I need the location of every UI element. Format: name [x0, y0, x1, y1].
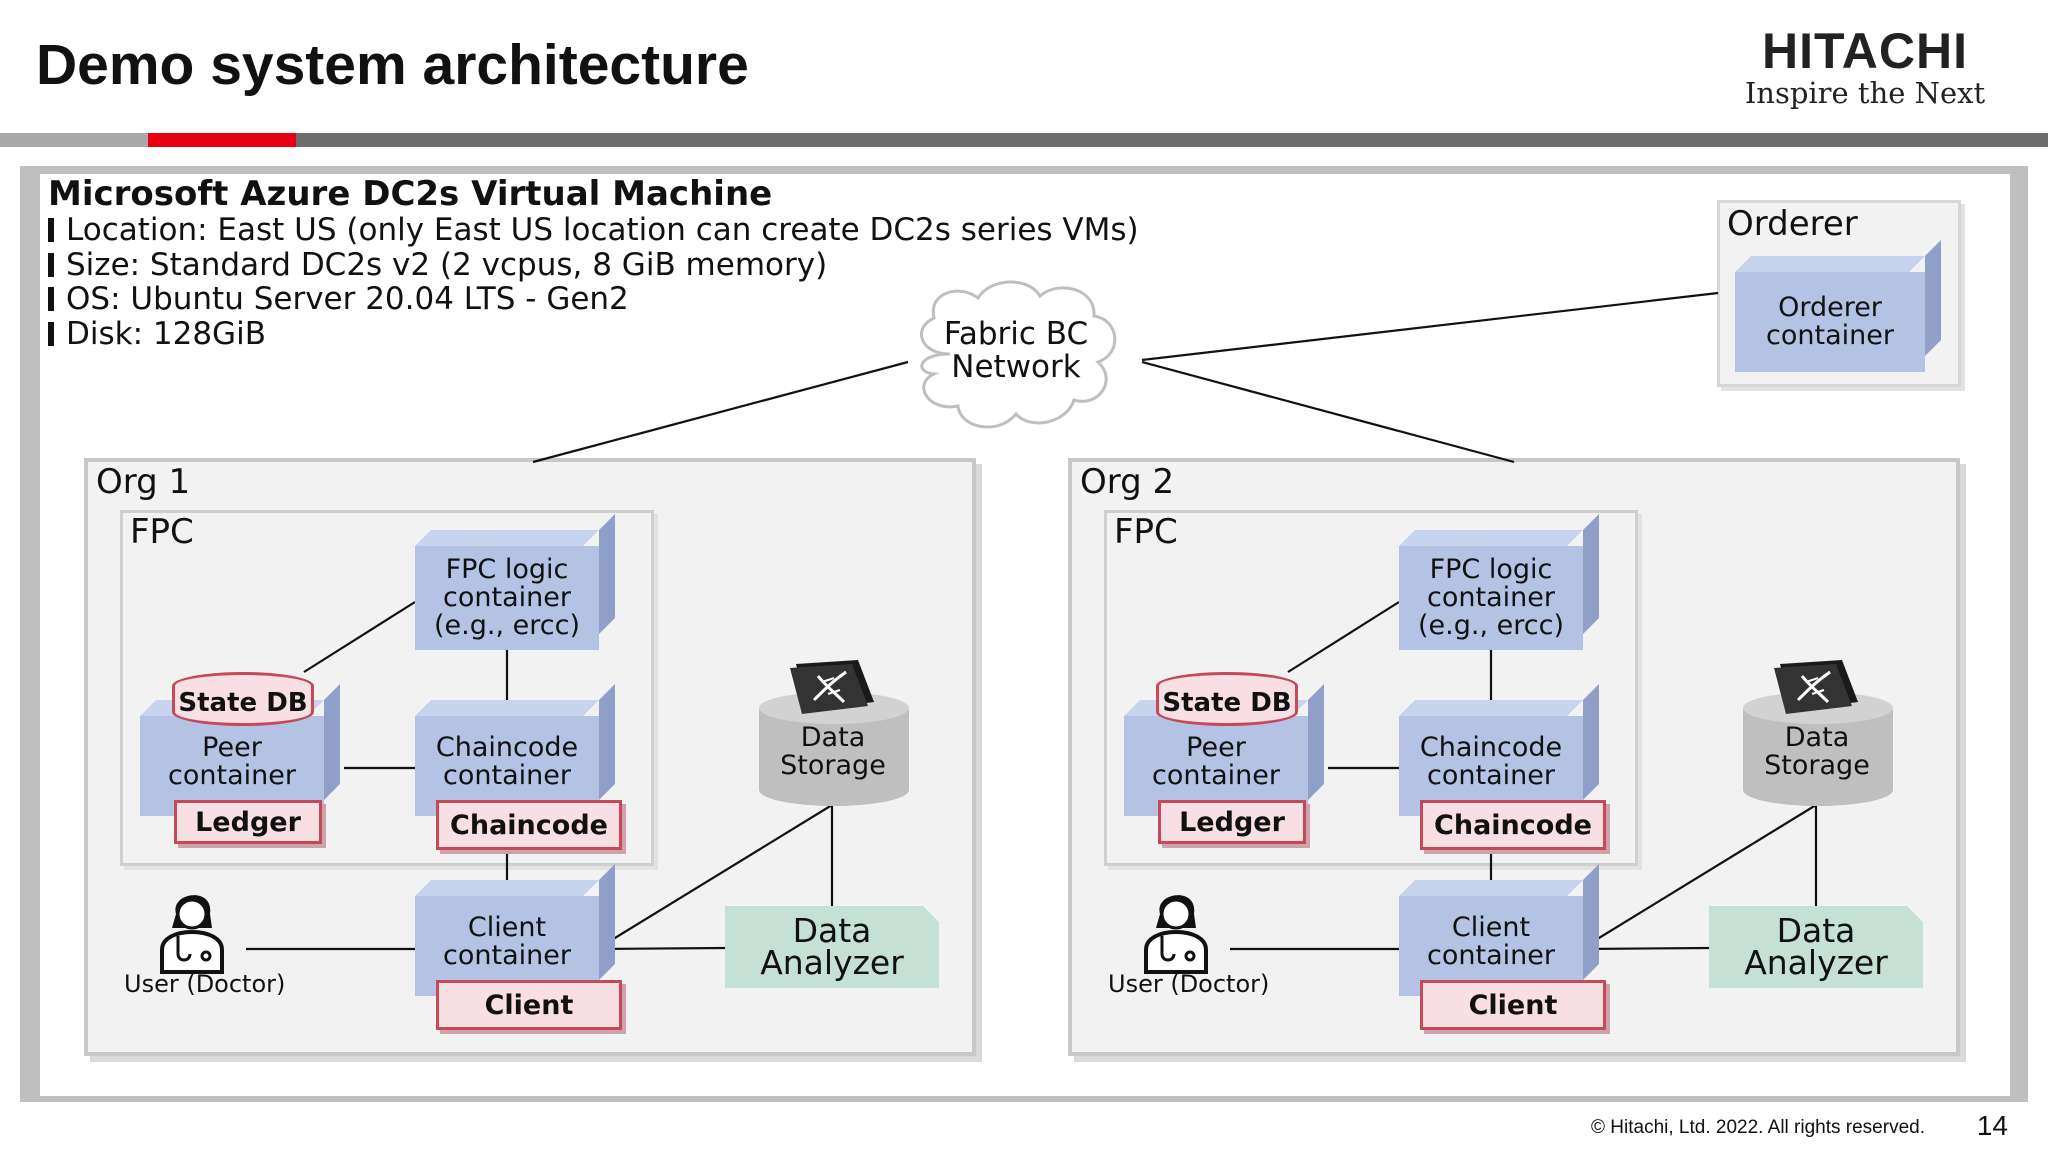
org2-client-container-line1: Client: [1451, 912, 1531, 943]
org2-client: Client: [1420, 980, 1606, 1030]
org1-chaincode-container-line1: Chaincode: [435, 732, 579, 763]
org1-storage-line2: Storage: [780, 750, 886, 781]
connector-org2-client-storage: [1580, 804, 1817, 950]
vm-spec-list: Location: East US (only East US location…: [48, 213, 1139, 351]
org2-data-storage: Data Storage: [1742, 724, 1892, 830]
org2-analyzer-line1: Data: [1776, 911, 1856, 950]
org2-fpc-label: FPC: [1114, 512, 1178, 552]
copyright: © Hitachi, Ltd. 2022. All rights reserve…: [1591, 1117, 1925, 1138]
dna-icon: [1774, 660, 1858, 714]
org2-client-container: Client container: [1399, 896, 1583, 996]
org1-user-label: User (Doctor): [124, 970, 286, 998]
org1-fpc-logic-line2: container: [443, 582, 571, 613]
hitachi-logo: HITACHI Inspire the Next: [1720, 26, 2010, 111]
org2-label: Org 2: [1080, 462, 1175, 502]
orderer-container-line1: Orderer: [1778, 292, 1882, 323]
org1-analyzer-line1: Data: [792, 911, 872, 950]
org2-peer-container: Peer container: [1124, 716, 1308, 816]
page-title: Demo system architecture: [36, 33, 749, 97]
org1-chaincode-container: Chaincode container: [415, 716, 599, 816]
org2-storage-line1: Data: [1784, 722, 1850, 753]
org1-client-container: Client container: [415, 896, 599, 996]
org1-analyzer-line2: Analyzer: [760, 943, 904, 982]
connector-network-orderer: [1141, 291, 1719, 362]
org1-ledger: Ledger: [174, 800, 322, 844]
header-rule-accent: [148, 133, 296, 147]
org2-chaincode: Chaincode: [1420, 800, 1606, 850]
vm-spec-disk: Disk: 128GiB: [48, 316, 1139, 352]
org2-state-db: State DB: [1156, 672, 1298, 726]
org1-chaincode-container-line2: container: [443, 760, 571, 791]
doctor-icon: [160, 895, 224, 974]
header-rule-left: [0, 133, 148, 147]
fabric-network-line2: Network: [951, 349, 1081, 385]
fabric-network-line1: Fabric BC: [943, 316, 1089, 352]
org1-state-db: State DB: [172, 672, 314, 726]
vm-spec-location: Location: East US (only East US location…: [48, 213, 1139, 248]
org2-analyzer-line2: Analyzer: [1744, 943, 1888, 982]
connector-org2-client-analyzer: [1580, 946, 1710, 951]
fabric-network-label: Fabric BC Network: [918, 318, 1114, 384]
org1-fpc-logic-container: FPC logic container (e.g., ercc): [415, 546, 599, 650]
vm-title: Microsoft Azure DC2s Virtual Machine: [48, 174, 773, 214]
orderer-container: Orderer container: [1735, 272, 1925, 372]
org2-peer-line1: Peer: [1186, 732, 1246, 763]
org1-peer-line1: Peer: [202, 732, 262, 763]
org2-chaincode-container-line2: container: [1427, 760, 1555, 791]
org1-chaincode: Chaincode: [436, 800, 622, 850]
connector-org1-network: [532, 360, 909, 464]
org1-client: Client: [436, 980, 622, 1030]
connector-org1-statedb-logic: [303, 601, 416, 673]
org2-storage-line2: Storage: [1764, 750, 1870, 781]
org1-fpc-label: FPC: [130, 512, 194, 552]
org2-chaincode-container: Chaincode container: [1399, 716, 1583, 816]
cloud-icon: [919, 280, 1117, 429]
org2-client-container-line2: container: [1427, 940, 1555, 971]
org1-data-storage: Data Storage: [758, 724, 908, 830]
orderer-label: Orderer: [1727, 204, 1858, 244]
org1-peer-line2: container: [168, 760, 296, 791]
vm-spec-os: OS: Ubuntu Server 20.04 LTS - Gen2: [48, 282, 1139, 317]
org1-fpc-logic-line1: FPC logic: [445, 554, 569, 585]
vm-spec-size: Size: Standard DC2s v2 (2 vcpus, 8 GiB m…: [48, 247, 1139, 283]
org1-storage-line1: Data: [800, 722, 866, 753]
header-rule: [0, 133, 2048, 147]
org2-fpc-logic-line2: container: [1427, 582, 1555, 613]
doctor-icon: [1144, 895, 1208, 974]
org1-client-container-line2: container: [443, 940, 571, 971]
org1-data-analyzer: Data Analyzer: [725, 906, 939, 988]
org1-client-container-line1: Client: [467, 912, 547, 943]
org2-peer-line2: container: [1152, 760, 1280, 791]
connector-network-org2: [1141, 360, 1515, 464]
connector-org1-client-storage: [596, 804, 833, 950]
org2-fpc-logic-line3: (e.g., ercc): [1418, 610, 1564, 641]
connector-org2-statedb-logic: [1287, 601, 1400, 673]
connector-org1-client-analyzer: [596, 946, 726, 951]
org2-fpc-logic-container: FPC logic container (e.g., ercc): [1399, 546, 1583, 650]
brand-name: HITACHI: [1761, 23, 1969, 79]
org2-data-analyzer: Data Analyzer: [1709, 906, 1923, 988]
dna-icon: [790, 660, 874, 714]
org2-chaincode-container-line1: Chaincode: [1419, 732, 1563, 763]
org2-ledger: Ledger: [1158, 800, 1306, 844]
org2-user-label: User (Doctor): [1108, 970, 1270, 998]
org2-fpc-logic-line1: FPC logic: [1429, 554, 1553, 585]
orderer-container-line2: container: [1766, 320, 1894, 351]
org1-peer-container: Peer container: [140, 716, 324, 816]
page-number: 14: [1976, 1110, 2008, 1141]
org1-fpc-logic-line3: (e.g., ercc): [434, 610, 580, 641]
brand-tagline: Inspire the Next: [1744, 76, 1986, 110]
org1-label: Org 1: [96, 462, 191, 502]
